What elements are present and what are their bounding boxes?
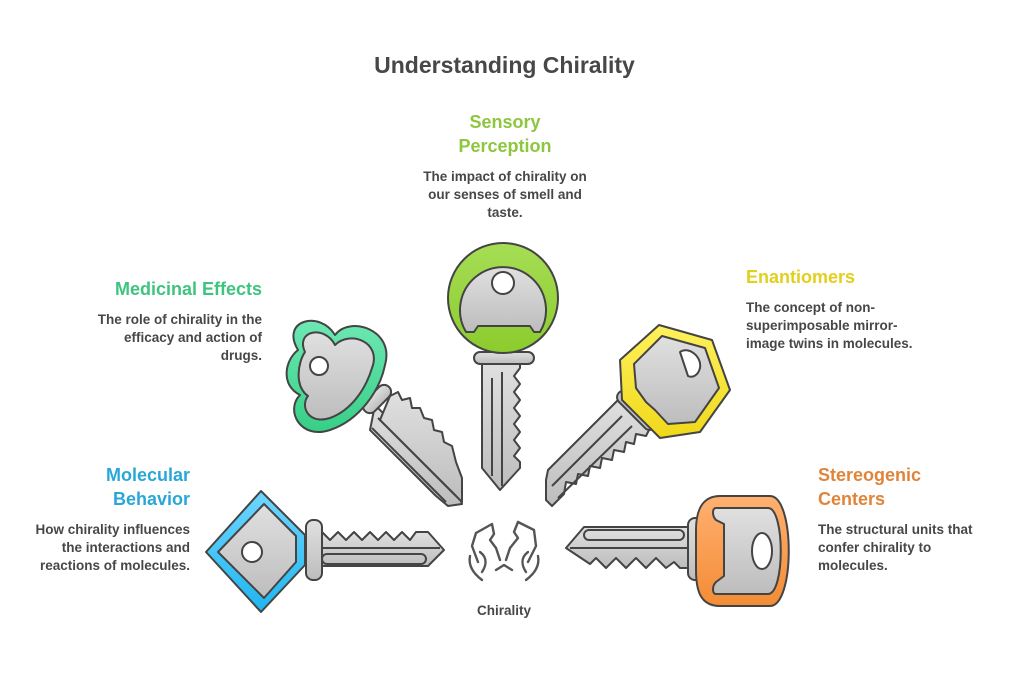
item-description: The structural units that confer chirali…	[818, 522, 973, 573]
item-enantiomers: Enantiomers The concept of non-superimpo…	[746, 265, 916, 353]
page-title: Understanding Chirality	[374, 52, 635, 78]
hub-label: Chirality	[476, 603, 531, 618]
item-sensory-perception: Sensory Perception The impact of chirali…	[405, 110, 605, 222]
item-heading: Centers	[818, 489, 886, 509]
item-description: The role of chirality in the efficacy an…	[97, 312, 262, 363]
item-description: How chirality influences the interaction…	[35, 522, 190, 573]
key-medicinal-effects	[285, 319, 463, 507]
item-medicinal-effects: Medicinal Effects The role of chirality …	[90, 277, 262, 365]
broken-heart-hands-icon	[468, 520, 540, 582]
item-description: The impact of chirality on our senses of…	[423, 169, 587, 220]
key-sensory-perception	[447, 242, 559, 491]
item-heading: Enantiomers	[746, 267, 856, 287]
key-enantiomers	[545, 324, 731, 507]
item-heading: Molecular	[105, 465, 190, 485]
item-description: The concept of non-superimposable mirror…	[746, 300, 913, 351]
item-stereogenic-centers: Stereogenic Centers The structural units…	[818, 463, 988, 575]
item-heading: Medicinal Effects	[114, 279, 262, 299]
item-molecular-behavior: Molecular Behavior How chirality influen…	[20, 463, 190, 575]
key-stereogenic-centers	[565, 495, 790, 607]
item-heading: Sensory	[469, 112, 541, 132]
item-heading: Stereogenic	[818, 465, 922, 485]
item-heading: Behavior	[112, 489, 190, 509]
key-molecular-behavior	[205, 490, 445, 613]
item-heading: Perception	[458, 136, 552, 156]
